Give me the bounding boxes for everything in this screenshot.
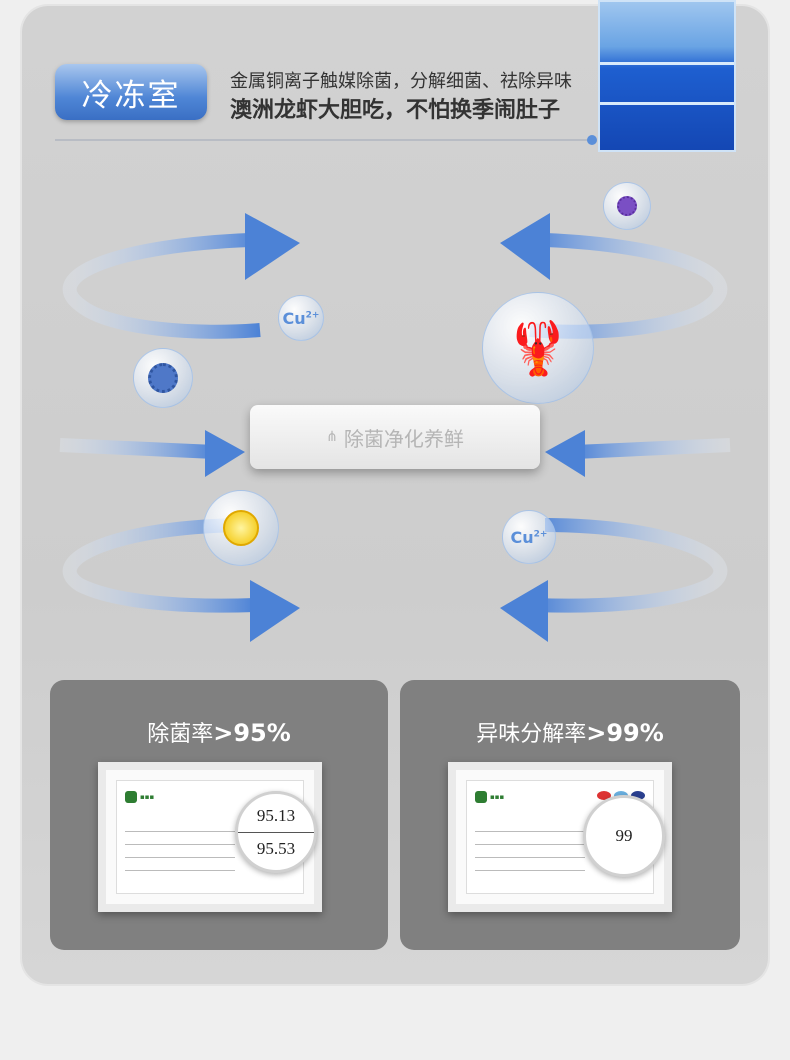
bacteria-icon: [617, 196, 637, 216]
bacteria-bubble: [133, 348, 193, 408]
lab-logo: ▪▪▪: [125, 791, 154, 803]
left-arrows: [59, 233, 261, 613]
arrow-mid-left: [59, 438, 216, 459]
arrowhead: [250, 580, 300, 642]
magnifier: 95.13 95.53: [235, 791, 317, 873]
odor-decomposition-card: 异味分解率>99% ▪▪▪ 99: [400, 680, 740, 950]
lab-logo: ▪▪▪: [475, 791, 504, 803]
divider: [55, 139, 595, 141]
share-icon: ⋔: [326, 429, 338, 445]
arrow-bottom-right: [534, 518, 728, 613]
reading: 99: [615, 826, 633, 845]
arrow-bottom-left: [62, 518, 256, 613]
arrow-top-right: [529, 233, 728, 339]
test-certificate: ▪▪▪ 95.13 95.53: [98, 762, 322, 912]
test-certificate: ▪▪▪ 99: [448, 762, 672, 912]
arrowhead: [545, 430, 585, 477]
fridge-image: [598, 0, 736, 152]
bacteria-bubble: [603, 182, 651, 230]
card-value: >95%: [213, 719, 291, 747]
lemon-icon: [223, 510, 259, 546]
airflow-arrows: [59, 213, 731, 642]
card-title: 除菌率: [147, 722, 214, 747]
arrowhead: [205, 430, 245, 477]
lobster-bubble: 🦞: [482, 292, 594, 404]
copper-ion-bubble: Cu2+: [502, 510, 556, 564]
card-value: >99%: [586, 719, 664, 747]
bacteria-icon: [148, 363, 178, 393]
feature-description: 金属铜离子触媒除菌，分解细菌、祛除异味: [230, 71, 572, 92]
arrowhead: [500, 213, 550, 280]
sterilization-module: ⋔ 除菌净化养鲜: [250, 405, 540, 469]
module-label: 除菌净化养鲜: [343, 426, 464, 451]
sterilization-rate-card: 除菌率>95% ▪▪▪ 95.13 95.53: [50, 680, 388, 950]
copper-ion-bubble: Cu2+: [278, 295, 324, 341]
divider-dot: [587, 135, 597, 145]
lemon-bubble: [203, 490, 279, 566]
magnifier: 99: [583, 795, 665, 877]
arrow-top-left: [62, 233, 261, 339]
lobster-icon: 🦞: [505, 318, 571, 379]
feature-headline: 澳洲龙虾大胆吃，不怕换季闹肚子: [230, 98, 561, 123]
card-title: 异味分解率: [476, 722, 587, 747]
arrow-mid-right: [574, 438, 731, 459]
reading: 95.13: [256, 805, 296, 825]
arrowhead: [500, 580, 548, 642]
reading: 95.53: [256, 838, 296, 858]
arrowhead: [245, 213, 300, 280]
freezer-badge: 冷冻室: [55, 64, 207, 120]
